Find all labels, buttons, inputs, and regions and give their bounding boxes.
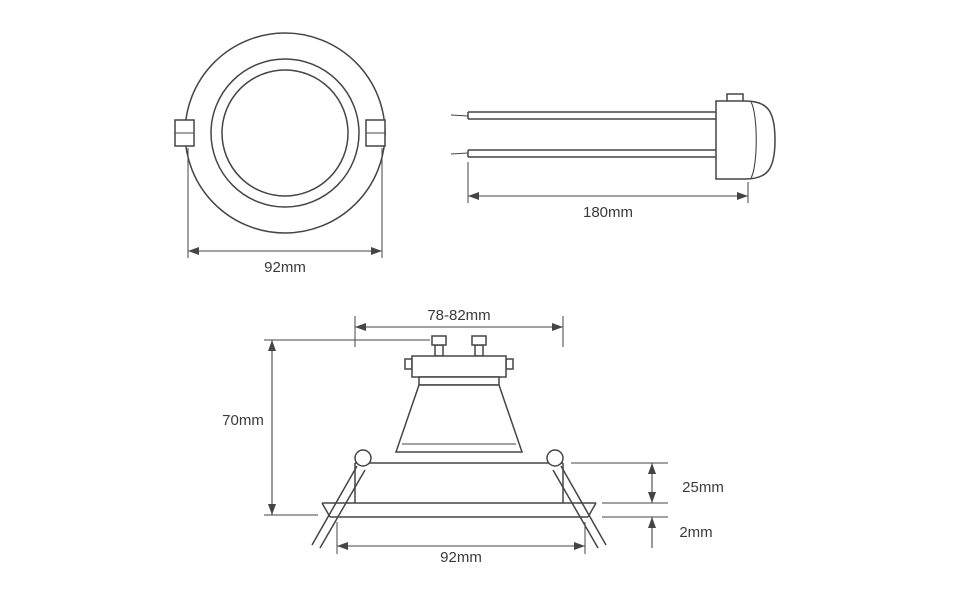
lamp-pin-stem-left [434, 344, 444, 357]
bezel-outer-circle [184, 32, 386, 234]
socket-outline [715, 100, 776, 180]
bare-wire-tip [450, 152, 469, 155]
dimension-cutout-width: 78-82mm [354, 307, 564, 347]
cable-view: 180mm [450, 93, 776, 221]
gu10-lamp [394, 335, 524, 453]
bare-wire-tip [450, 114, 469, 117]
dimension-trim-diameter: 92mm [336, 522, 586, 566]
spring-leg [552, 469, 599, 549]
trim-thickness-label: 2mm [679, 524, 712, 541]
socket-seam [750, 101, 757, 179]
torsion-spring-right [552, 465, 607, 549]
dimension-overall-height: 70mm [222, 339, 430, 516]
front-diameter-label: 92mm [264, 259, 306, 276]
trim-diameter-label: 92mm [440, 549, 482, 566]
spring-leg [319, 469, 366, 549]
recess-depth-label: 25mm [682, 479, 724, 496]
section-view: 78-82mm 70mm 25mm 2mm [222, 307, 724, 566]
lamp-base-tab-left [404, 358, 413, 370]
front-view: 92mm [174, 32, 386, 276]
spring-leg [311, 465, 358, 546]
lamp-aperture-circle [221, 69, 349, 197]
lamp-neck [418, 376, 500, 386]
dimension-trim-thickness: 2mm [602, 516, 713, 548]
cutout-width-label: 78-82mm [427, 307, 490, 324]
dimension-cable-length: 180mm [467, 162, 749, 221]
lamp-pin-cap-left [431, 335, 447, 346]
dimension-recess-depth: 25mm [571, 462, 724, 504]
lamp-pin-stem-right [474, 344, 484, 357]
lamp-pin-cap-right [471, 335, 487, 346]
spring-pivot-left [354, 449, 372, 467]
cable-length-label: 180mm [583, 204, 633, 221]
lamp-base-tab-right [505, 358, 514, 370]
overall-height-label: 70mm [222, 412, 264, 429]
spring-pivot-right [546, 449, 564, 467]
bezel-inner-ring [210, 58, 360, 208]
wire-bottom [450, 149, 716, 158]
lamp-reflector-cone [394, 384, 524, 453]
lamp-socket-body [715, 93, 776, 180]
lamp-base [411, 355, 507, 378]
torsion-spring-left [311, 465, 366, 549]
wire-top [450, 111, 716, 120]
fixture-housing [311, 449, 607, 549]
spring-leg [560, 465, 607, 546]
dimension-front-diameter: 92mm [187, 148, 383, 276]
